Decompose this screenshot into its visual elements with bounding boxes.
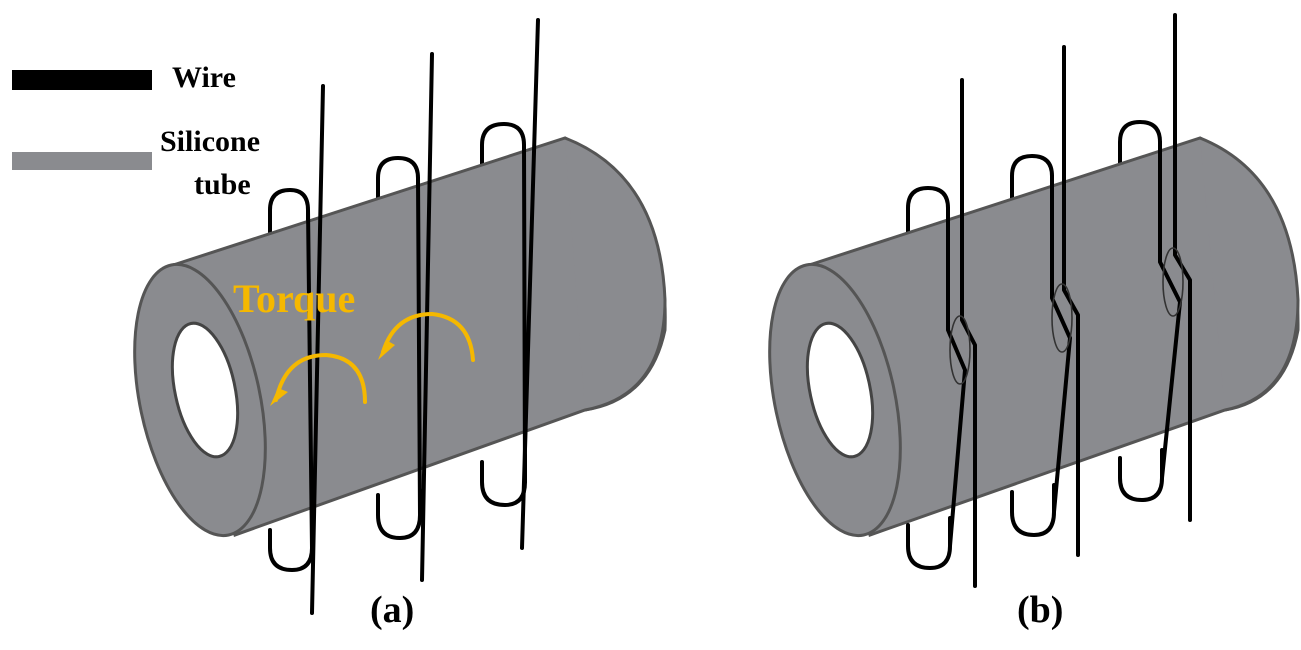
wire-loop-b2-top (1010, 154, 1054, 217)
wire-loop-a2-top (376, 156, 420, 217)
wire-a1-front (306, 208, 314, 550)
panel-a (133, 18, 667, 615)
torque-arrowhead-2 (378, 340, 395, 360)
legend-tube-label-line2: tube (194, 168, 251, 201)
wire-loop-a1-bottom (268, 518, 314, 572)
wire-loop-a3-top (480, 122, 526, 177)
wire-loop-a1-top (268, 188, 310, 252)
twist-knot-b1 (949, 315, 971, 385)
panel-b-label: (b) (1017, 589, 1064, 631)
tube-end-b (1199, 136, 1300, 412)
twist-knot-b3 (1162, 247, 1184, 317)
wire-loop-a3-bottom (480, 453, 527, 507)
legend-tube-swatch (12, 152, 152, 170)
wire-loop-b1-top (906, 186, 950, 257)
wire-loop-a2-bottom (376, 488, 422, 540)
wire-loop-b2-bottom (1010, 483, 1056, 537)
wire-b3-twisted-b (1158, 140, 1182, 480)
wire-b2-twisted-b (1050, 174, 1072, 514)
legend-tube-label-line1: Silicone (160, 125, 261, 158)
tube-hole-a (170, 321, 240, 459)
legend-wire-label: Wire (172, 61, 236, 94)
torque-label: Torque (233, 276, 356, 321)
torque-arrow-1 (274, 352, 367, 404)
wire-loop-b1-bottom (906, 516, 952, 570)
tube-hole-b (805, 321, 875, 459)
wire-b1-twisted-b (946, 206, 967, 548)
wire-a2-vertical (420, 52, 434, 582)
panel-b (768, 13, 1300, 588)
tube-end-a (564, 136, 667, 412)
legend-wire-swatch (12, 70, 152, 90)
wire-a1-vertical (310, 84, 325, 615)
wire-a3-vertical (520, 18, 540, 550)
torque-arrowhead-1 (270, 388, 288, 406)
wire-a2-front (416, 176, 422, 517)
twist-knot-b2 (1051, 283, 1073, 353)
wire-loop-b3-top (1118, 120, 1162, 182)
wire-loop-b3-bottom (1118, 448, 1164, 502)
torque-arrow-2 (381, 311, 475, 362)
panel-a-label: (a) (370, 589, 415, 631)
